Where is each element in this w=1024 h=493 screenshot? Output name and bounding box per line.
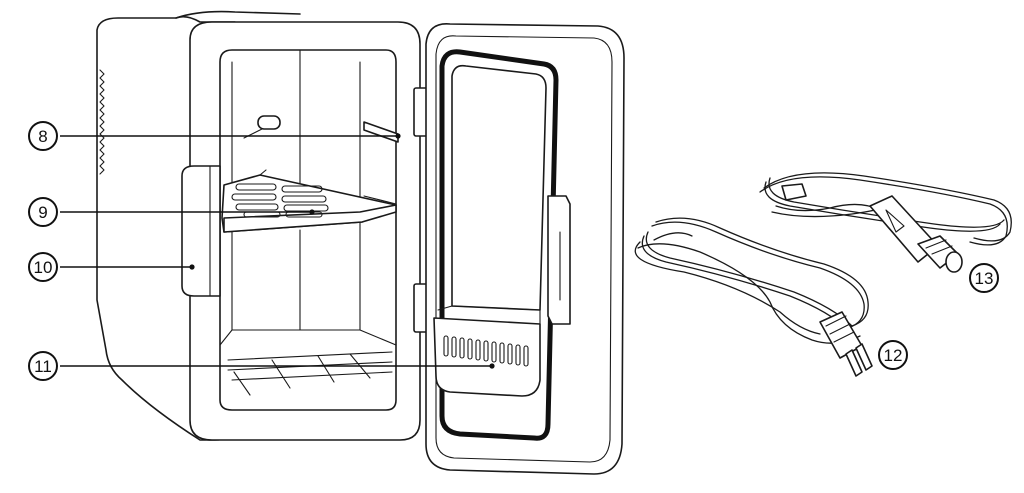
callout-10: 10 xyxy=(28,252,195,282)
callout-12-label: 12 xyxy=(884,346,903,365)
callout-10-label: 10 xyxy=(34,258,53,277)
ac-power-cord xyxy=(634,217,873,377)
callout-9-label: 9 xyxy=(38,203,47,222)
callout-12: 12 xyxy=(878,340,908,370)
callout-11-label: 11 xyxy=(34,357,52,376)
fridge-door xyxy=(413,23,625,475)
callout-8-label: 8 xyxy=(38,127,47,146)
callout-13: 13 xyxy=(969,263,999,293)
dc-car-cord xyxy=(759,172,1012,273)
callout-13-label: 13 xyxy=(975,269,994,288)
callout-8: 8 xyxy=(28,121,401,151)
callout-11: 11 xyxy=(28,351,495,381)
callout-9: 9 xyxy=(28,197,315,227)
fridge-body xyxy=(96,10,421,441)
